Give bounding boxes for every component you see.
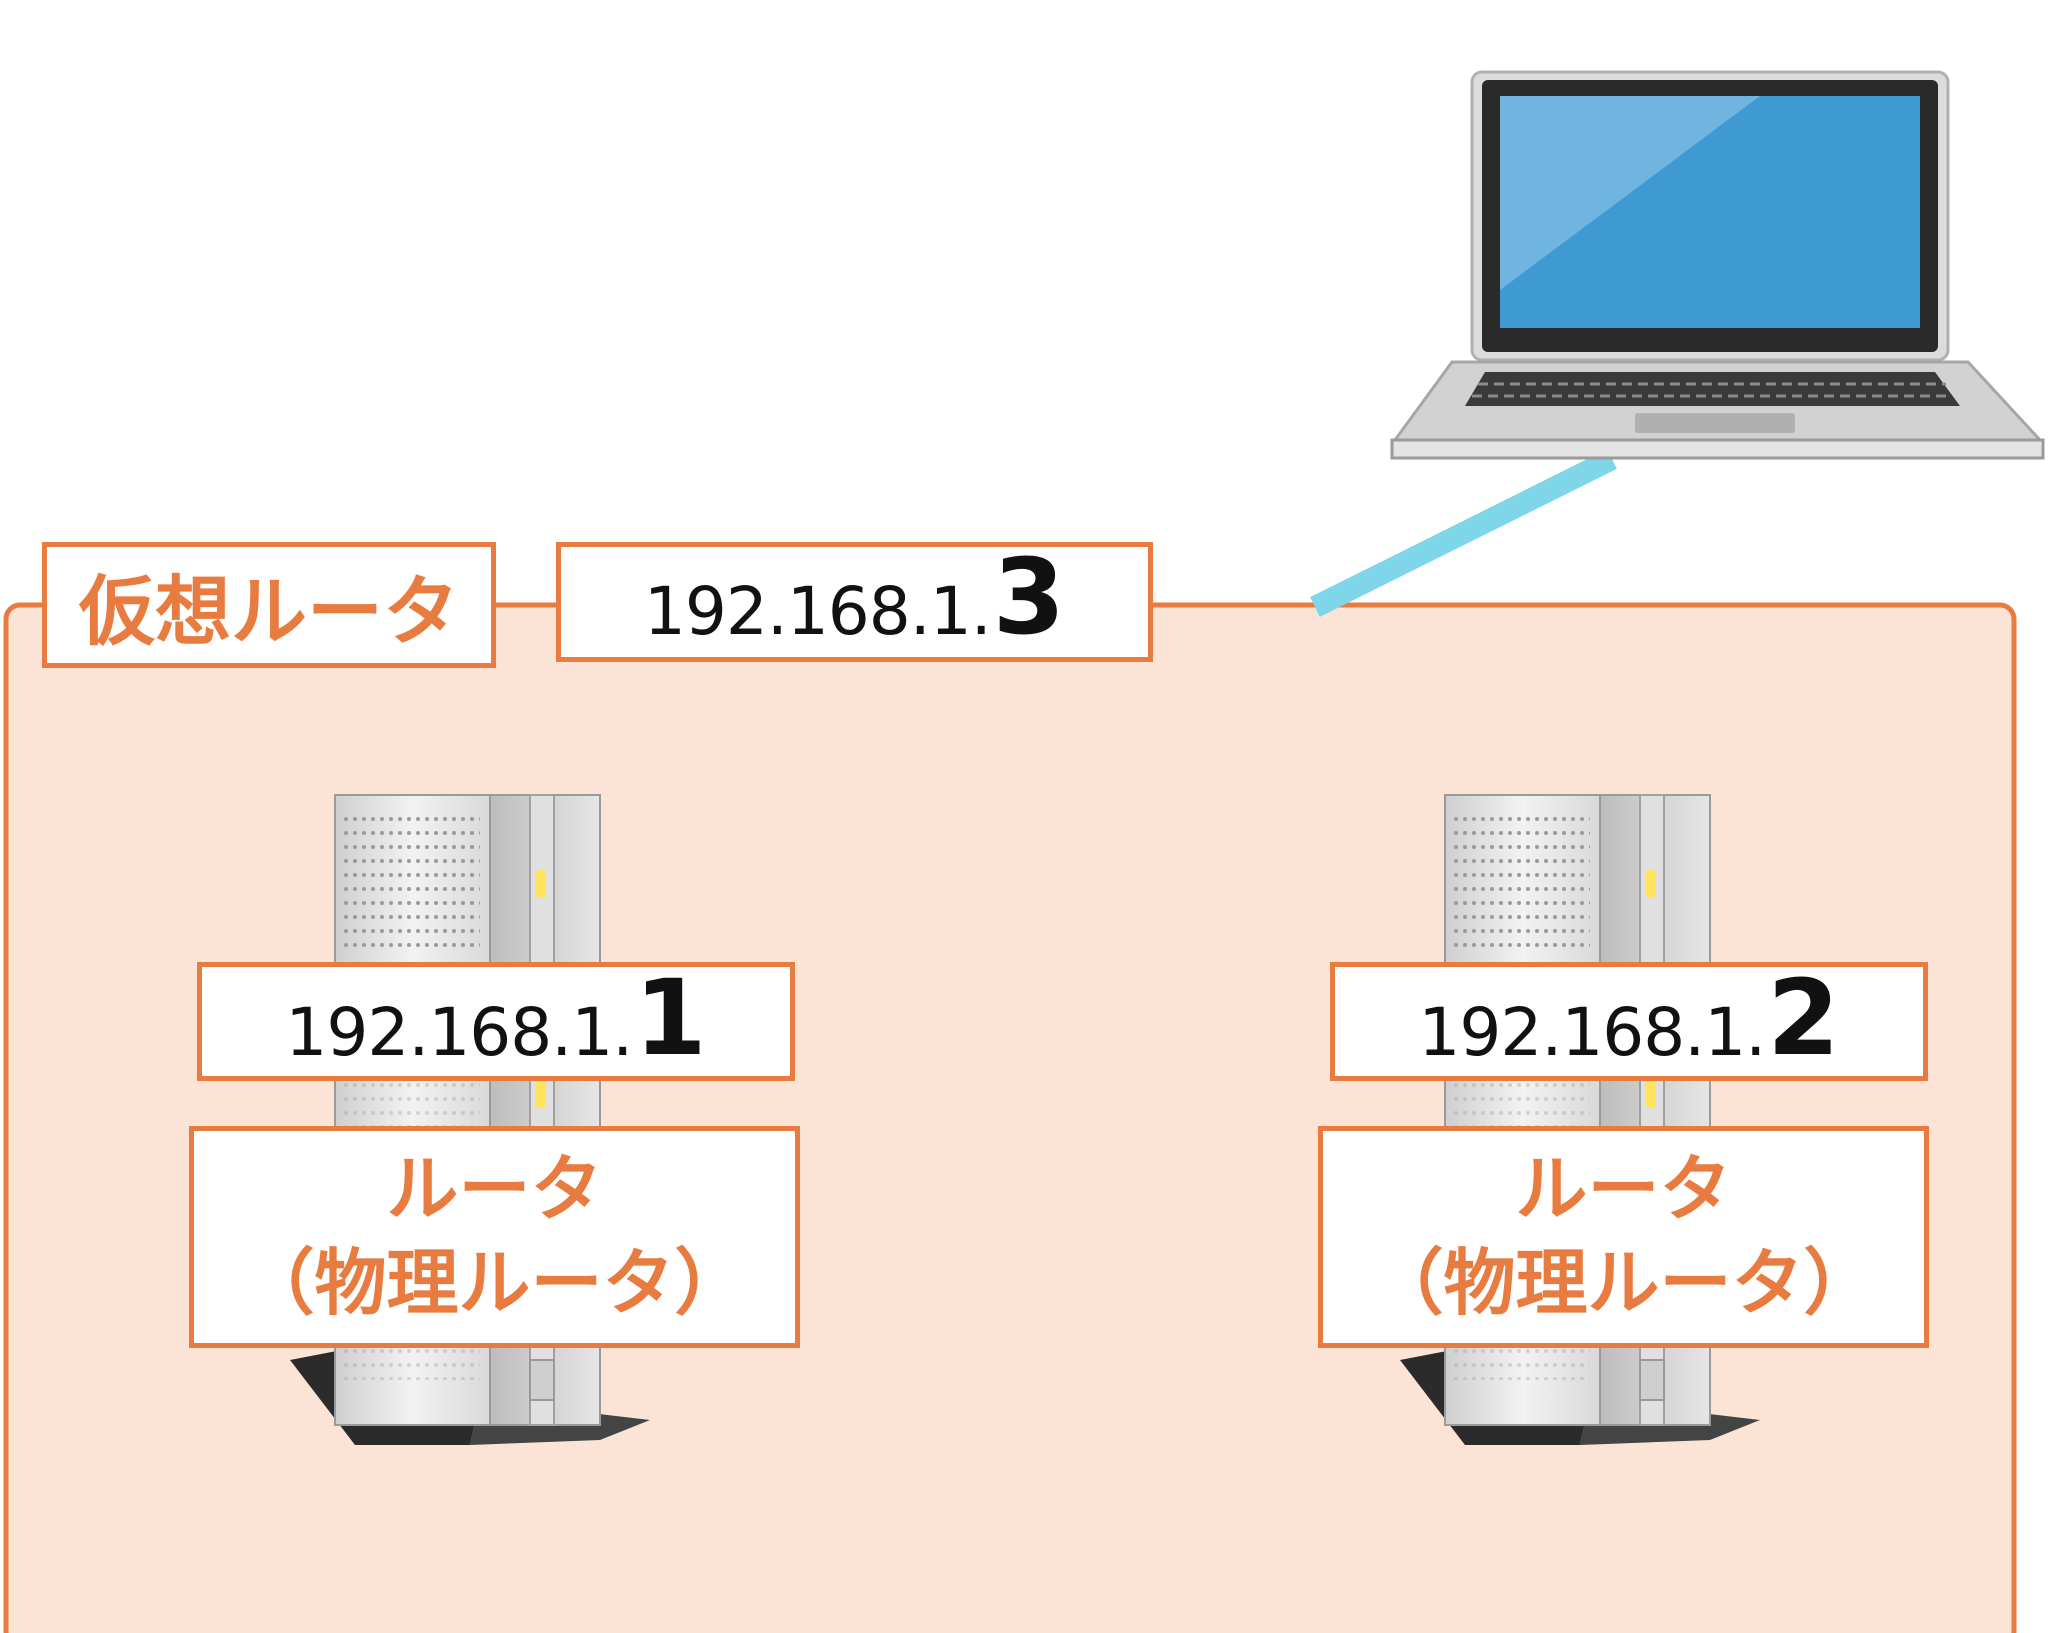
router-2-label-line2: （物理ルータ） [1371, 1241, 1876, 1325]
virtual-router-group [3, 602, 2017, 1633]
link-cable [1310, 449, 1617, 617]
router-1-ip-suffix: 1 [634, 957, 707, 1079]
router-2-ip: 192.168.1.2 [1330, 962, 1928, 1081]
virtual-router-ip-prefix: 192.168.1. [643, 573, 992, 650]
laptop-icon [1390, 70, 2045, 460]
virtual-router-ip: 192.168.1.3 [556, 542, 1153, 662]
router-1-ip: 192.168.1.1 [197, 962, 795, 1081]
router-1-label-line2: （物理ルータ） [242, 1241, 747, 1325]
router-1-label-line1: ルータ [386, 1147, 603, 1232]
router-2-label-line1: ルータ [1515, 1147, 1732, 1232]
router-1-label: ルータ （物理ルータ） [189, 1126, 800, 1348]
virtual-router-ip-suffix: 3 [992, 536, 1066, 658]
router-2-ip-prefix: 192.168.1. [1418, 994, 1766, 1071]
router-2-label: ルータ （物理ルータ） [1318, 1126, 1929, 1348]
virtual-router-title: 仮想ルータ [42, 542, 496, 668]
router-1-ip-prefix: 192.168.1. [285, 994, 633, 1071]
virtual-router-title-text: 仮想ルータ [79, 567, 459, 656]
router-2-ip-suffix: 2 [1767, 957, 1840, 1079]
